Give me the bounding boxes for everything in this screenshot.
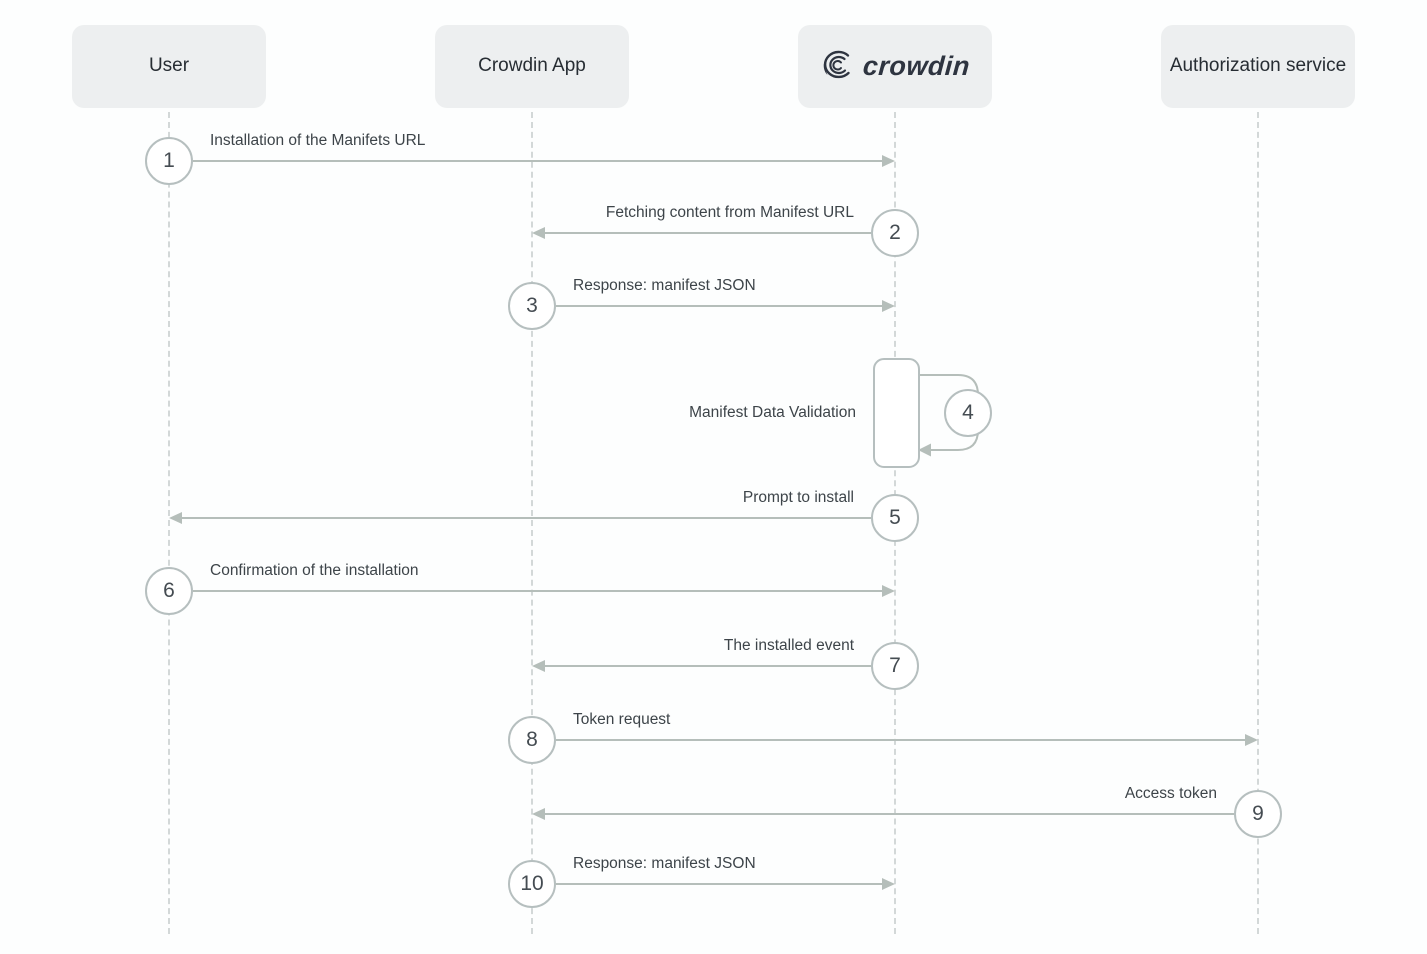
actor-label-authorization-service: Authorization service [1169, 55, 1347, 77]
message-arrowhead [532, 808, 545, 820]
message-number-badge: 10 [508, 860, 556, 908]
message-line [193, 590, 882, 592]
actor-box-crowdin-app: Crowdin App [435, 25, 629, 108]
message-number-badge: 2 [871, 209, 919, 257]
actor-label-crowdin-app: Crowdin App [478, 55, 586, 77]
lifeline-auth-service [1257, 112, 1259, 934]
message-number-badge: 3 [508, 282, 556, 330]
message-number-badge: 4 [944, 389, 992, 437]
message-line [545, 665, 871, 667]
message-line [556, 305, 882, 307]
message-line [556, 883, 882, 885]
message-label: Access token [1124, 785, 1217, 802]
message-arrowhead [1245, 734, 1258, 746]
lifeline-crowdin-app [531, 112, 533, 934]
actor-box-user: User [72, 25, 266, 108]
message-label: Response: manifest JSON [573, 277, 756, 294]
message-label: Token request [573, 711, 671, 728]
actor-box-crowdin: crowdin [798, 25, 992, 108]
actor-box-authorization-service: Authorization service [1161, 25, 1355, 108]
message-label: Response: manifest JSON [573, 855, 756, 872]
message-arrowhead [882, 585, 895, 597]
message-label: The installed event [723, 637, 854, 654]
message-line [556, 739, 1245, 741]
message-arrowhead [882, 878, 895, 890]
message-label: Confirmation of the installation [210, 562, 419, 579]
message-arrowhead [532, 227, 545, 239]
message-label: Fetching content from Manifest URL [605, 204, 854, 221]
message-line [545, 813, 1234, 815]
message-number-badge: 9 [1234, 790, 1282, 838]
message-number-badge: 1 [145, 137, 193, 185]
message-label: Prompt to install [742, 489, 854, 506]
crowdin-swirl-icon [823, 51, 850, 79]
message-number-badge: 5 [871, 494, 919, 542]
message-arrowhead [169, 512, 182, 524]
message-number-badge: 7 [871, 642, 919, 690]
actor-label-user: User [148, 55, 190, 77]
message-line [182, 517, 871, 519]
message-arrowhead [882, 300, 895, 312]
activation-box [873, 358, 920, 468]
message-label: Manifest Data Validation [689, 404, 856, 421]
crowdin-logo-wordmark: crowdin [861, 51, 972, 82]
message-number-badge: 8 [508, 716, 556, 764]
message-arrowhead [532, 660, 545, 672]
message-label: Installation of the Manifets URL [210, 132, 426, 149]
message-line [545, 232, 871, 234]
crowdin-logo: crowdin [820, 49, 972, 84]
message-line [193, 160, 882, 162]
message-arrowhead [882, 155, 895, 167]
message-number-badge: 6 [145, 567, 193, 615]
